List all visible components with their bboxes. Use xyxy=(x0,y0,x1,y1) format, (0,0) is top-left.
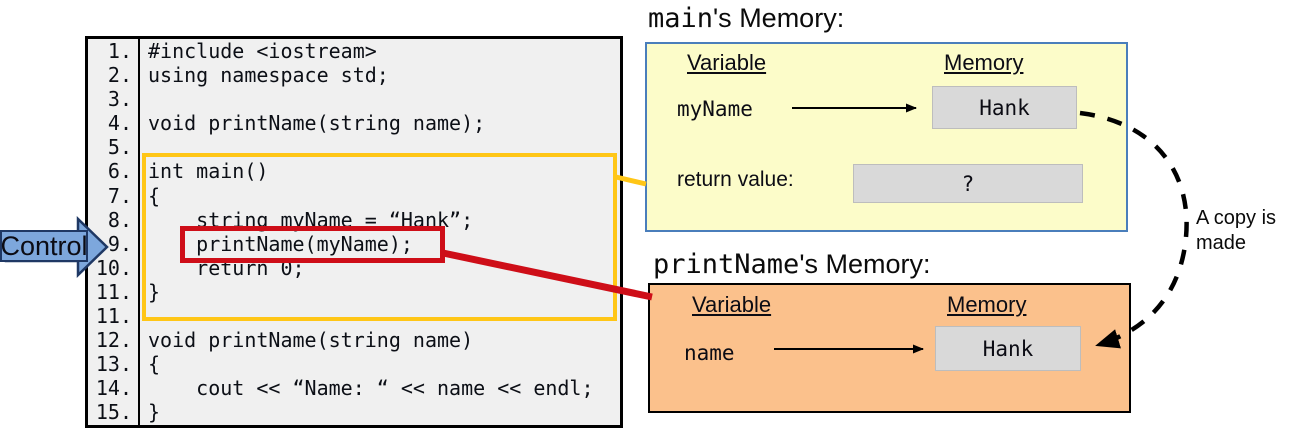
printname-memory-panel: Variable Memory name Hank xyxy=(648,283,1131,413)
line-code: #include <iostream> xyxy=(148,39,377,63)
line-code: void printName(string name) xyxy=(148,328,474,353)
return-value-label: return value: xyxy=(677,168,794,191)
line-number: 4. xyxy=(88,111,140,136)
code-line: 11. xyxy=(88,304,620,329)
line-number: 11. xyxy=(88,304,140,329)
code-line: 2. using namespace std; xyxy=(88,63,620,88)
line-code: int main() xyxy=(148,159,269,184)
code-line: 13. { xyxy=(88,352,620,377)
line-number: 6. xyxy=(88,159,140,184)
copy-annotation-line1: A copy is xyxy=(1196,207,1277,229)
value-box-return: ? xyxy=(853,164,1083,203)
line-code: } xyxy=(148,279,161,304)
line-code xyxy=(140,87,148,111)
line-code: cout << “Name: “ << name << endl; xyxy=(148,376,594,401)
line-number: 15. xyxy=(88,400,140,425)
line-number: 2. xyxy=(88,63,140,88)
line-code: using namespace std; xyxy=(148,63,389,88)
value-box-name: Hank xyxy=(935,326,1081,371)
column-header-memory: Memory xyxy=(947,292,1027,317)
code-line: 12. void printName(string name) xyxy=(88,328,620,353)
line-code xyxy=(140,304,148,328)
main-memory-title-suffix: 's Memory: xyxy=(713,3,845,33)
line-code: } xyxy=(148,400,161,425)
code-line: 10. return 0; xyxy=(88,255,620,280)
line-number: 12. xyxy=(88,328,140,353)
line-number: 1. xyxy=(88,39,140,64)
variable-label-name: name xyxy=(684,341,735,365)
main-memory-title-code: main xyxy=(648,3,714,34)
main-memory-panel: Variable Memory myName Hank return value… xyxy=(645,42,1128,232)
control-label: Control xyxy=(0,230,88,262)
code-line: 1. #include <iostream> xyxy=(88,39,620,64)
line-code: void printName(string name); xyxy=(148,111,486,136)
line-number: 14. xyxy=(88,376,140,401)
line-number: 11. xyxy=(88,279,140,305)
column-header-variable: Variable xyxy=(687,50,767,75)
main-memory-title: main's Memory: xyxy=(648,3,844,34)
code-panel: 1. #include <iostream> 2. using namespace … xyxy=(85,36,623,428)
line-code: string myName = “Hank”; xyxy=(148,207,474,232)
code-line: 15.} xyxy=(88,400,620,425)
line-code xyxy=(140,135,148,159)
code-line: 6. int main() xyxy=(88,159,620,184)
line-code: printName(myName); xyxy=(148,231,413,256)
code-line: 11.} xyxy=(88,279,620,305)
column-header-memory: Memory xyxy=(944,50,1024,75)
line-number: 3. xyxy=(88,87,140,112)
column-header-variable: Variable xyxy=(692,292,772,317)
copy-annotation-line2: made xyxy=(1196,232,1247,254)
copy-annotation: A copy is made xyxy=(1196,206,1300,256)
code-line: 3. xyxy=(88,87,620,112)
line-code: return 0; xyxy=(148,255,305,280)
printname-memory-title-code: printName xyxy=(653,249,800,280)
line-number: 5. xyxy=(88,135,140,160)
code-line: 4. void printName(string name); xyxy=(88,111,620,136)
line-code: { xyxy=(148,183,161,208)
code-line: 9. printName(myName); xyxy=(88,231,620,256)
line-number: 9. xyxy=(88,231,140,256)
line-number: 13. xyxy=(88,352,140,377)
variable-label-myname: myName xyxy=(677,97,753,121)
printname-memory-title-suffix: 's Memory: xyxy=(799,249,931,279)
line-code: { xyxy=(148,352,161,377)
printname-memory-title: printName's Memory: xyxy=(653,249,930,280)
code-line: 14. cout << “Name: “ << name << endl; xyxy=(88,376,620,401)
line-number: 7. xyxy=(88,183,140,208)
code-line: 5. xyxy=(88,135,620,160)
code-line: 8. string myName = “Hank”; xyxy=(88,207,620,232)
line-number: 10. xyxy=(88,255,140,280)
code-line: 7. { xyxy=(88,183,620,208)
value-box-myname: Hank xyxy=(932,86,1077,129)
line-number: 8. xyxy=(88,207,140,232)
